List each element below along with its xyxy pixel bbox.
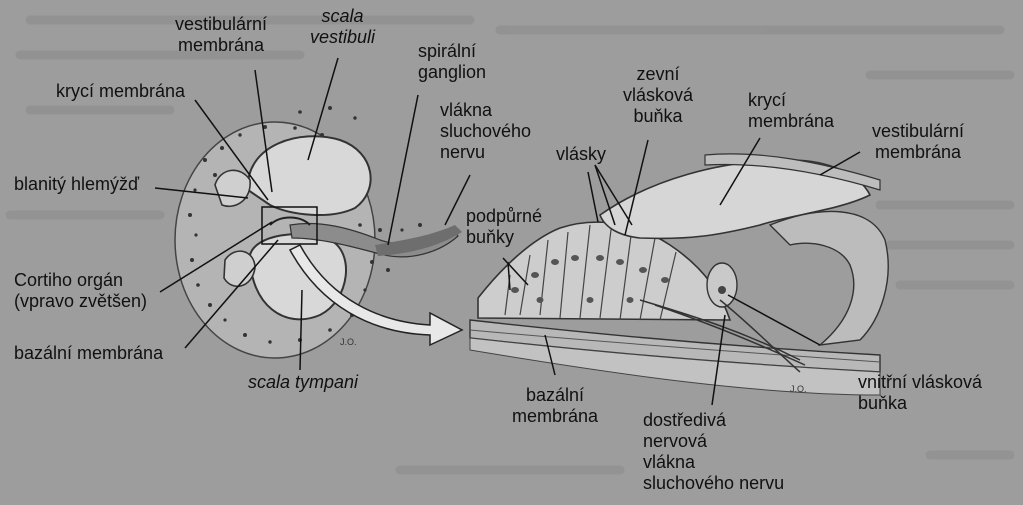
inner-hair-cell-label: vnitřní vlásková buňka bbox=[858, 372, 982, 414]
label-line: bazální bbox=[526, 385, 585, 405]
organ-of-corti-label: Cortiho orgán (vpravo zvětšen) bbox=[14, 270, 147, 312]
label-line: podpůrné bbox=[466, 206, 543, 226]
label-line: buňka bbox=[633, 106, 683, 126]
label-line: (vpravo zvětšen) bbox=[14, 291, 148, 311]
magnification-arrow bbox=[288, 244, 464, 347]
tectorial-membrane-label-left: krycí membrána bbox=[56, 81, 186, 101]
svg-text:J.O.: J.O. bbox=[790, 384, 807, 394]
label-line: zevní bbox=[636, 64, 680, 84]
cochlea-cross-section: J.O. bbox=[174, 106, 462, 359]
organ-of-corti-magnified: J.O. bbox=[469, 153, 889, 396]
label-line: sluchového bbox=[440, 121, 532, 141]
label-line: buňky bbox=[466, 227, 515, 247]
label-line: membrána bbox=[178, 35, 265, 55]
label-line: krycí bbox=[748, 90, 786, 110]
cochlear-nerve-fibers-label: vlákna sluchového nervu bbox=[440, 100, 531, 163]
label-line: Cortiho orgán bbox=[14, 270, 124, 290]
leader-lines bbox=[154, 57, 861, 406]
spiral-ganglion-label: spirální ganglion bbox=[418, 41, 486, 83]
label-line: spirální bbox=[418, 41, 477, 61]
supporting-cells-label: podpůrné buňky bbox=[466, 206, 542, 248]
hairs-label: vlásky bbox=[556, 144, 607, 164]
afferent-nerve-fibers-label: dostředivá nervová vlákna sluchového ner… bbox=[643, 410, 784, 494]
membranous-cochlea-label: blanitý hlemýžď bbox=[14, 174, 140, 194]
vestibular-membrane-label-left: vestibulární membrána bbox=[175, 14, 267, 56]
label-line: sluchového nervu bbox=[643, 473, 785, 493]
label-line: nervová bbox=[643, 431, 708, 451]
label-line: vestibulární bbox=[175, 14, 268, 34]
basilar-membrane-label-left: bazální membrána bbox=[14, 343, 164, 363]
label-line: ganglion bbox=[418, 62, 487, 82]
label-line: vlákna bbox=[643, 452, 696, 472]
scala-vestibuli-label: scala vestibuli bbox=[310, 6, 375, 48]
label-line: buňka bbox=[858, 393, 908, 413]
basilar-membrane-label-right: bazální membrána bbox=[512, 385, 598, 427]
label-line: vestibulární bbox=[872, 121, 965, 141]
label-line: dostředivá bbox=[643, 410, 727, 430]
label-line: membrána bbox=[512, 406, 599, 426]
label-line: vlásková bbox=[623, 85, 694, 105]
tectorial-membrane-label-right: krycí membrána bbox=[748, 90, 834, 132]
label-line: vnitřní vlásková bbox=[858, 372, 983, 392]
label-line: membrána bbox=[748, 111, 835, 131]
svg-text:J.O.: J.O. bbox=[340, 337, 357, 347]
label-line: vlákna bbox=[440, 100, 493, 120]
label-line: scala bbox=[321, 6, 364, 26]
label-line: nervu bbox=[440, 142, 486, 162]
outer-hair-cell-label: zevní vlásková buňka bbox=[623, 64, 693, 127]
label-line: membrána bbox=[875, 142, 962, 162]
scala-tympani-label: scala tympani bbox=[248, 372, 359, 392]
label-line: vestibuli bbox=[310, 27, 376, 47]
vestibular-membrane-label-right: vestibulární membrána bbox=[872, 121, 964, 163]
